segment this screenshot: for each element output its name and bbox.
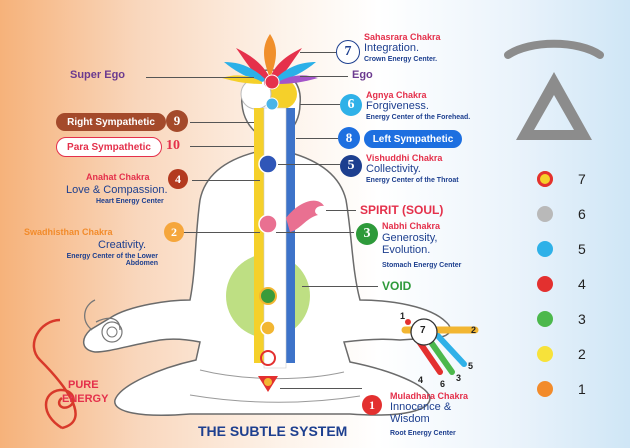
legend-swatch-7 [537,171,553,187]
para-sympathetic-pill: Para Sympathetic [56,137,162,157]
swadhisthan-center: Energy Center of the Lower Abdomen [64,253,158,268]
hand-number-5: 5 [468,362,473,371]
super-ego-label: Super Ego [70,70,125,82]
chakra-number-5: 5 [340,155,362,177]
anahat-center: Heart Energy Center [96,198,164,205]
chakra-number-7: 7 [336,40,360,64]
ego-pointer [300,76,348,77]
left-channel [286,108,295,363]
agnya-center: Energy Center of the Forehead. [366,114,470,121]
nabhi-center: Stomach Energy Center [382,262,461,269]
vishuddhi-quality: Collectivity. [366,164,421,176]
muladhara-center: Root Energy Center [390,430,456,437]
hand-number-7: 7 [420,326,426,337]
super-ego-pointer [146,77,254,78]
spirit-pointer [326,210,356,211]
muladhara-pointer [280,388,362,389]
triangle-symbol [516,72,592,140]
chakra-number-6: 6 [340,94,362,116]
hand-number-3: 3 [456,374,461,383]
vishuddhi-center: Energy Center of the Throat [366,177,459,184]
nabhi-pointer [276,232,354,233]
legend-number-7: 7 [578,172,586,187]
void-label: VOID [382,280,411,293]
legend-number-6: 6 [578,207,586,222]
sahasrara-pointer [300,52,336,53]
energy-swirl-icon [34,320,76,428]
anahat-name: Anahat Chakra [86,173,150,182]
para-sympathetic-pointer [190,146,254,147]
anahat-chakra-marker [259,215,277,233]
anahat-quality: Love & Compassion. [66,185,168,197]
left-sympathetic-pill: Left Sympathetic [364,130,462,148]
chakra-number-4: 4 [168,169,188,189]
triangle-arc-symbol [508,44,600,55]
sahasrara-chakra-marker [265,75,279,89]
legend-swatch-1 [537,381,553,397]
swadhisthan-quality: Creativity. [98,240,146,252]
right-sympathetic-pointer [190,122,254,123]
energy-label: ENERGY [62,394,108,406]
agnya-quality: Forgiveness. [366,101,429,113]
chakra-number-1: 1 [362,395,382,415]
channel-number-10: 10 [166,139,180,154]
nabhi-chakra-marker [260,288,276,304]
hand-number-6: 6 [440,380,445,389]
legend-number-5: 5 [578,242,586,257]
hand-number-4: 4 [418,376,423,385]
legend-number-4: 4 [578,277,586,292]
vishuddhi-pointer [278,164,340,165]
void-pointer [302,286,378,287]
hand-number-1: 1 [400,312,405,321]
swadhisthan-chakra-marker [261,321,275,335]
ego-label: Ego [352,70,373,82]
legend-swatch-4 [537,276,553,292]
agnya-chakra-marker [266,98,278,110]
legend-swatch-5 [537,241,553,257]
sahasrara-center: Crown Energy Center. [364,56,437,63]
spirit-label: SPIRIT (SOUL) [360,204,443,217]
vishuddhi-chakra-marker [259,155,277,173]
legend-swatch-6 [537,206,553,222]
muladhara-quality: Innocence & Wisdom [390,402,464,425]
nabhi-quality: Generosity, Evolution. [382,233,464,256]
legend-number-2: 2 [578,347,586,362]
legend-swatch-3 [537,311,553,327]
diagram-title: THE SUBTLE SYSTEM [198,424,347,439]
swadhisthan-name: Swadhisthan Chakra [24,228,113,237]
anahat-pointer [192,180,260,181]
chakra-number-3: 3 [356,223,378,245]
pure-label: PURE [68,380,99,392]
legend-number-1: 1 [578,382,586,397]
nabhi-name: Nabhi Chakra [382,222,440,231]
channel-number-8: 8 [338,127,360,149]
legend-number-3: 3 [578,312,586,327]
hand-number-2: 2 [471,326,476,335]
legend-swatch-2 [537,346,553,362]
sahasrara-quality: Integration. [364,43,419,55]
agnya-pointer [300,104,340,105]
left-sympathetic-pointer [296,138,338,139]
right-sympathetic-pill: Right Sympathetic [56,113,166,131]
channel-number-9: 9 [166,110,188,132]
chakra-number-2: 2 [164,222,184,242]
swadhisthan-pointer [176,232,260,233]
